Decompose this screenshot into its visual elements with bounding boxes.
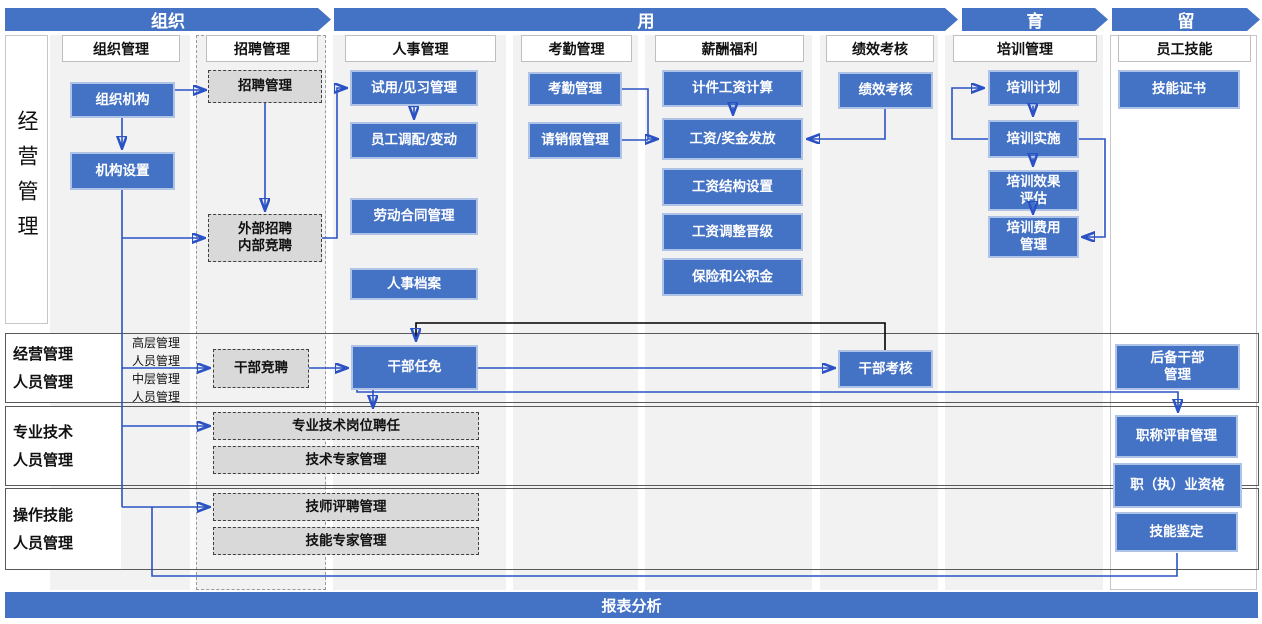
column-header-training: 培训管理 — [953, 35, 1097, 62]
node-title-review: 职称评审管理 — [1115, 415, 1238, 458]
node-transfer: 员工调配/变动 — [350, 122, 478, 159]
banner-retain: 留 — [1112, 8, 1260, 31]
row-label-technical: 专业技术 人员管理 — [7, 407, 121, 485]
column-header-salary: 薪酬福利 — [655, 35, 804, 62]
column-header-skill: 员工技能 — [1118, 35, 1251, 62]
node-wage-adjust: 工资调整晋级 — [662, 213, 803, 251]
node-perf-review: 绩效考核 — [838, 72, 933, 109]
node-technician-hire: 技师评聘管理 — [213, 493, 479, 521]
node-skill-expert: 技能专家管理 — [213, 527, 479, 555]
node-attendance-mgmt: 考勤管理 — [528, 72, 622, 106]
annotation-management-levels: 高层管理 人员管理 中层管理 人员管理 — [132, 336, 181, 404]
node-labor-contract: 劳动合同管理 — [350, 198, 478, 235]
column-header-hr: 人事管理 — [345, 35, 496, 62]
column-header-org: 组织管理 — [62, 35, 180, 62]
row-operation-personnel: 操作技能 人员管理 — [5, 488, 1259, 570]
node-skill-appraisal: 技能鉴定 — [1115, 512, 1238, 552]
column-header-attendance: 考勤管理 — [521, 35, 632, 62]
node-tech-expert: 技术专家管理 — [213, 446, 479, 474]
row-technical-personnel: 专业技术 人员管理 — [5, 406, 1259, 486]
row-label-operation: 操作技能 人员管理 — [7, 489, 121, 569]
node-prof-qualification: 职（执）业资格 — [1113, 463, 1242, 508]
banner-develop: 育 — [962, 8, 1108, 31]
side-label: 经营管理 — [15, 109, 39, 250]
node-cadre-appoint: 干部任免 — [351, 345, 478, 390]
side-label-box: 经营管理 — [5, 35, 48, 324]
banner-use: 用 — [334, 8, 958, 31]
node-wage-structure: 工资结构设置 — [662, 168, 803, 206]
node-training-cost: 培训费用 管理 — [988, 216, 1079, 258]
node-recruit-mgmt: 招聘管理 — [208, 70, 322, 103]
node-leave-mgmt: 请销假管理 — [528, 122, 622, 159]
node-personnel-files: 人事档案 — [350, 268, 478, 300]
banner-organize: 组织 — [5, 8, 331, 31]
node-external-recruit: 外部招聘 内部竞聘 — [208, 214, 322, 262]
column-header-recruit: 招聘管理 — [206, 35, 318, 62]
node-training-plan: 培训计划 — [988, 70, 1079, 106]
node-skill-cert: 技能证书 — [1118, 70, 1240, 109]
node-cadre-assess: 干部考核 — [838, 350, 933, 388]
node-cadre-compete: 干部竞聘 — [213, 349, 309, 388]
node-org-structure: 组织机构 — [70, 82, 175, 118]
node-training-impl: 培训实施 — [988, 120, 1079, 158]
node-training-eval: 培训效果 评估 — [988, 170, 1079, 211]
node-payroll: 工资/奖金发放 — [662, 118, 803, 160]
node-org-setup: 机构设置 — [70, 152, 175, 190]
node-piece-wage: 计件工资计算 — [662, 70, 803, 107]
node-probation: 试用/见习管理 — [350, 70, 478, 106]
node-insurance: 保险和公积金 — [662, 258, 803, 296]
footer-report-analysis: 报表分析 — [5, 592, 1258, 618]
column-header-performance: 绩效考核 — [826, 35, 934, 62]
row-label-management: 经营管理 人员管理 — [7, 334, 121, 402]
row-management-personnel: 经营管理 人员管理 — [5, 333, 1259, 403]
node-reserve-cadre: 后备干部 管理 — [1115, 344, 1240, 390]
node-tech-post-hire: 专业技术岗位聘任 — [213, 412, 479, 440]
